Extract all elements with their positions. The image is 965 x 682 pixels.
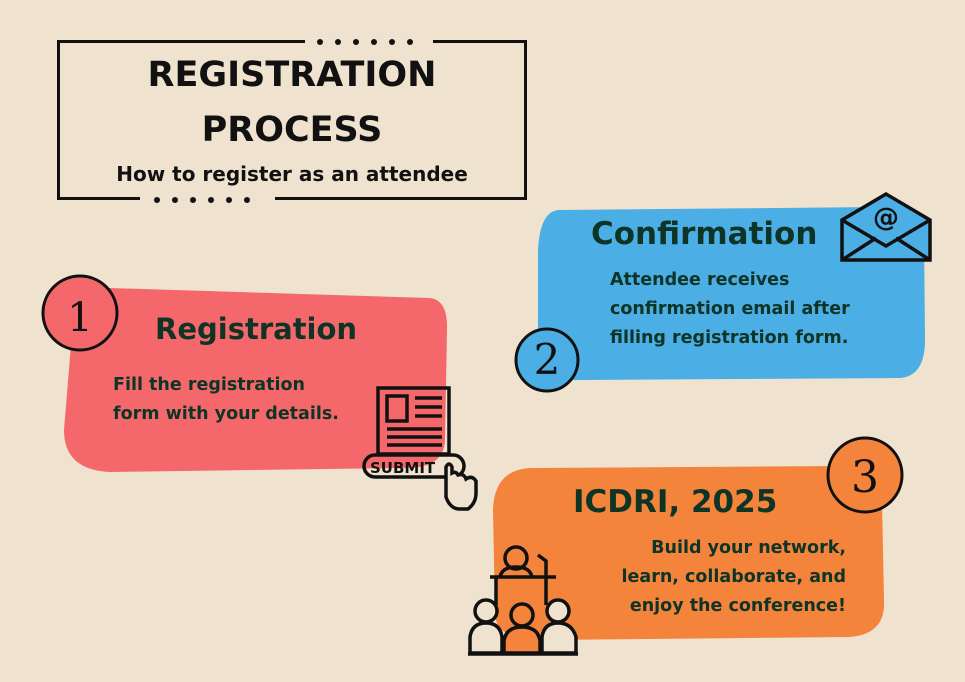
step3-number-circle (826, 436, 904, 514)
page-subtitle: How to register as an attendee (116, 162, 468, 186)
step3-title: ICDRI, 2025 (573, 484, 778, 520)
step3-number: 3 (851, 452, 879, 503)
frame-top-gap (305, 36, 433, 46)
page-title-line2: PROCESS (201, 110, 383, 150)
step3-blob (493, 465, 885, 640)
step2-number: 2 (533, 335, 561, 384)
step2-body: Attendee receives confirmation email aft… (610, 266, 850, 353)
step3-body-line: Build your network, (651, 538, 846, 558)
step3-body: Build your network, learn, collaborate, … (622, 534, 846, 621)
email-envelope-icon: @ (840, 191, 932, 262)
frame-bottom-gap (140, 194, 275, 204)
step1-body-line: Fill the registration (113, 375, 305, 395)
step1-number: 1 (67, 295, 93, 341)
step2-body-line: confirmation email after (610, 299, 850, 319)
step3-body-line: learn, collaborate, and (621, 567, 846, 587)
step3-body-line: enjoy the conference! (629, 596, 846, 616)
step1-body: Fill the registration form with your det… (113, 371, 339, 429)
step2-title: Confirmation (591, 216, 818, 252)
step2-body-line: filling registration form. (610, 328, 849, 348)
step1-title: Registration (155, 312, 358, 346)
conference-audience-icon (468, 545, 578, 656)
step1-number-circle (41, 274, 119, 352)
step1-blob (64, 287, 448, 472)
step2-blob (538, 206, 925, 381)
svg-text:@: @ (873, 203, 899, 233)
page-title-line1: REGISTRATION (147, 55, 437, 95)
title-frame (57, 40, 527, 200)
submit-label: SUBMIT (370, 459, 436, 477)
submit-form-icon (362, 386, 478, 511)
step2-body-line: Attendee receives (610, 270, 790, 290)
step2-number-circle (514, 327, 580, 393)
step1-body-line: form with your details. (113, 404, 339, 424)
